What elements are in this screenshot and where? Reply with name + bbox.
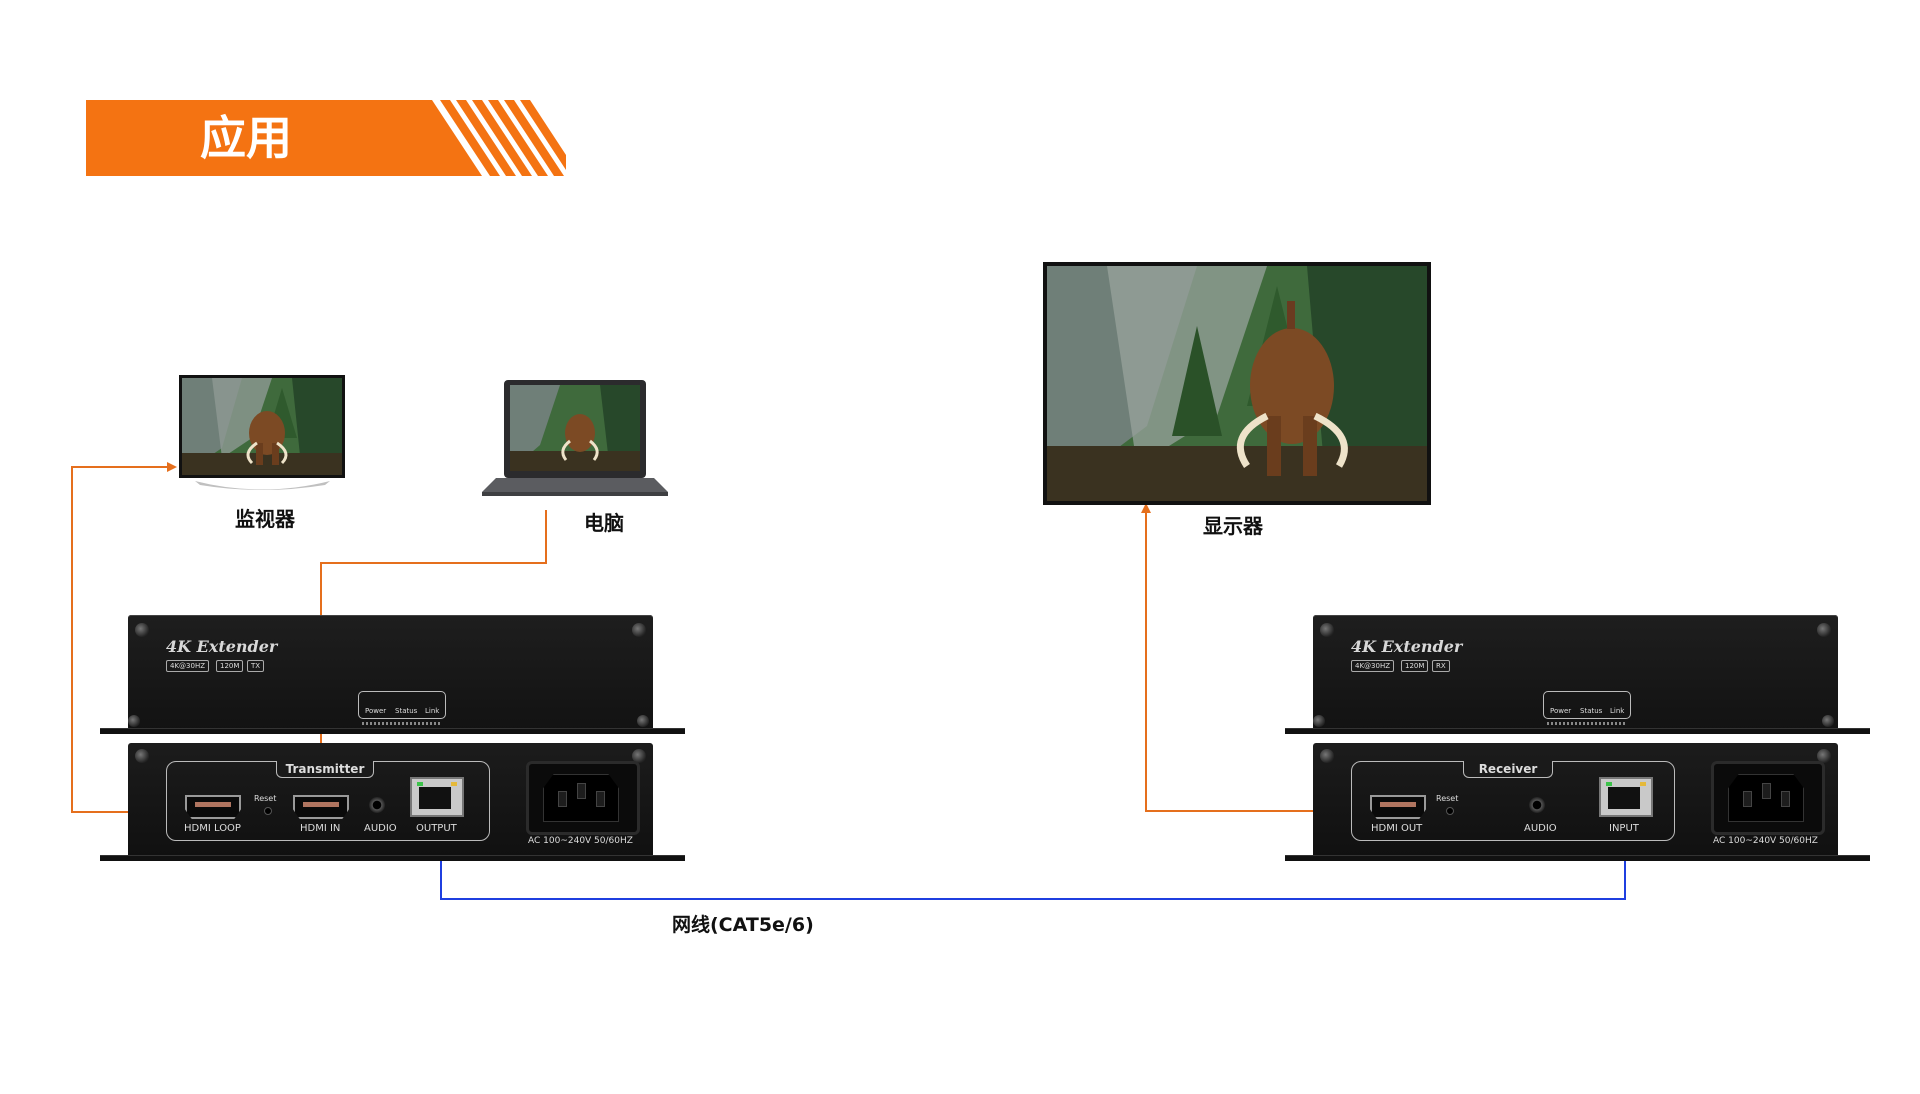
page-title: 应用 (200, 111, 292, 165)
transmitter-brand: 4K Extender (166, 637, 278, 656)
display-image (1043, 262, 1431, 505)
hdmi-out-port (1370, 795, 1426, 819)
screw-icon (1313, 715, 1325, 727)
receiver-device: 4K Extender 4K@30HZ 120M RX Power Status… (1285, 615, 1870, 865)
screw-icon (135, 749, 149, 763)
computer-caption: 电脑 (584, 511, 624, 535)
screw-icon (1320, 749, 1334, 763)
screw-icon (128, 715, 140, 727)
led-panel: Power Status Link (1543, 691, 1631, 719)
mounting-flange (1285, 855, 1870, 861)
audio-jack (1529, 797, 1545, 813)
display-caption: 显示器 (1203, 514, 1263, 538)
output-rj45-port (410, 777, 464, 817)
screw-icon (1817, 749, 1831, 763)
receiver-brand: 4K Extender (1351, 637, 1463, 656)
transmitter-front-panel: 4K Extender 4K@30HZ 120M TX Power Status… (128, 615, 653, 733)
power-socket (526, 761, 640, 835)
hdmi-in-port (293, 795, 349, 819)
input-label: INPUT (1609, 823, 1639, 834)
power-spec-label: AC 100~240V 50/60HZ (528, 836, 633, 846)
output-label: OUTPUT (416, 823, 457, 834)
monitor-image (179, 375, 345, 490)
led-status-label: Status (395, 707, 418, 715)
audio-label: AUDIO (1524, 823, 1557, 834)
mounting-flange (100, 855, 685, 861)
monitor-caption: 监视器 (235, 507, 295, 531)
power-spec-label: AC 100~240V 50/60HZ (1713, 836, 1818, 846)
mounting-flange (100, 728, 685, 734)
transmitter-rear-panel: Transmitter HDMI LOOP Reset HDMI IN AUDI… (128, 743, 653, 858)
reset-button[interactable] (1446, 807, 1454, 815)
mounting-flange (1285, 728, 1870, 734)
computer-image (482, 380, 668, 496)
led-power-label: Power (365, 707, 387, 715)
screw-icon (637, 715, 649, 727)
transmitter-tag: TX (247, 660, 265, 672)
led-status-label: Status (1580, 707, 1603, 715)
screw-icon (632, 749, 646, 763)
screw-icon (135, 623, 149, 637)
transmitter-panel-title: Transmitter (276, 761, 374, 778)
transmitter-device: 4K Extender 4K@30HZ 120M TX Power Status… (100, 615, 685, 865)
led-link-label: Link (425, 707, 440, 715)
title-banner (86, 100, 566, 176)
screw-icon (632, 623, 646, 637)
transmitter-tag: 120M (216, 660, 244, 672)
led-power-label: Power (1550, 707, 1572, 715)
hdmi-loop-port (185, 795, 241, 819)
screw-icon (1822, 715, 1834, 727)
vent-dots (1547, 722, 1627, 725)
receiver-rear-panel: Receiver HDMI OUT Reset AUDIO INPUT AC 1… (1313, 743, 1838, 858)
input-rj45-port (1599, 777, 1653, 817)
power-socket (1711, 761, 1825, 835)
hdmi-out-label: HDMI OUT (1371, 823, 1423, 834)
hdmi-loop-label: HDMI LOOP (184, 823, 241, 834)
hdmi-in-label: HDMI IN (300, 823, 341, 834)
receiver-panel-title: Receiver (1463, 761, 1553, 778)
cable-label: 网线(CAT5e/6) (672, 914, 814, 936)
led-panel: Power Status Link (358, 691, 446, 719)
receiver-tag: 4K@30HZ (1351, 660, 1395, 672)
reset-label: Reset (1436, 794, 1459, 803)
screw-icon (1817, 623, 1831, 637)
led-link-label: Link (1610, 707, 1625, 715)
screw-icon (1320, 623, 1334, 637)
transmitter-tag: 4K@30HZ (166, 660, 210, 672)
vent-dots (362, 722, 442, 725)
receiver-front-panel: 4K Extender 4K@30HZ 120M RX Power Status… (1313, 615, 1838, 733)
audio-label: AUDIO (364, 823, 397, 834)
reset-label: Reset (254, 794, 277, 803)
receiver-tag: RX (1432, 660, 1450, 672)
audio-jack (369, 797, 385, 813)
reset-button[interactable] (264, 807, 272, 815)
receiver-tag: 120M (1401, 660, 1429, 672)
